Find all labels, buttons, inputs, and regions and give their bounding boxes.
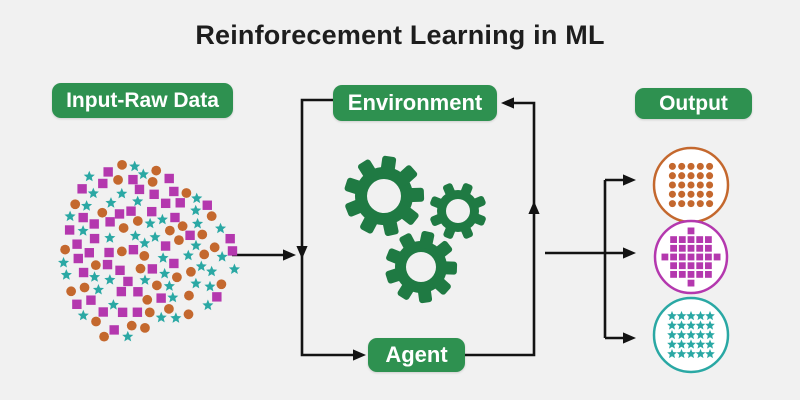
gear-large-icon <box>344 155 425 237</box>
arrowhead-upward <box>528 201 540 214</box>
arrowhead-downward <box>296 246 308 259</box>
gears-icon <box>344 155 486 304</box>
gear-medium-icon <box>385 230 458 304</box>
output-circle-squares <box>653 219 729 295</box>
arrowhead-middle-output <box>623 247 636 259</box>
arrowhead-bottom-output <box>623 332 636 344</box>
gear-small-icon <box>430 183 486 239</box>
diagram-title: Reinforecement Learning in ML <box>195 20 605 50</box>
arrowhead-top-output <box>623 174 636 186</box>
output-circle-dots <box>652 146 730 224</box>
connector-agent-to-environment <box>465 101 536 357</box>
arrowhead-into-environment <box>501 97 514 109</box>
output-circle-stars <box>652 296 730 374</box>
output-label: Output <box>635 88 752 119</box>
input-data-cluster <box>58 159 240 342</box>
input-raw-data-label: Input-Raw Data <box>52 83 233 118</box>
arrowhead-into-agent <box>353 349 366 361</box>
connector-environment-to-agent <box>300 98 354 357</box>
agent-label: Agent <box>368 338 465 372</box>
arrowhead-input <box>283 249 296 261</box>
environment-label: Environment <box>333 85 497 121</box>
